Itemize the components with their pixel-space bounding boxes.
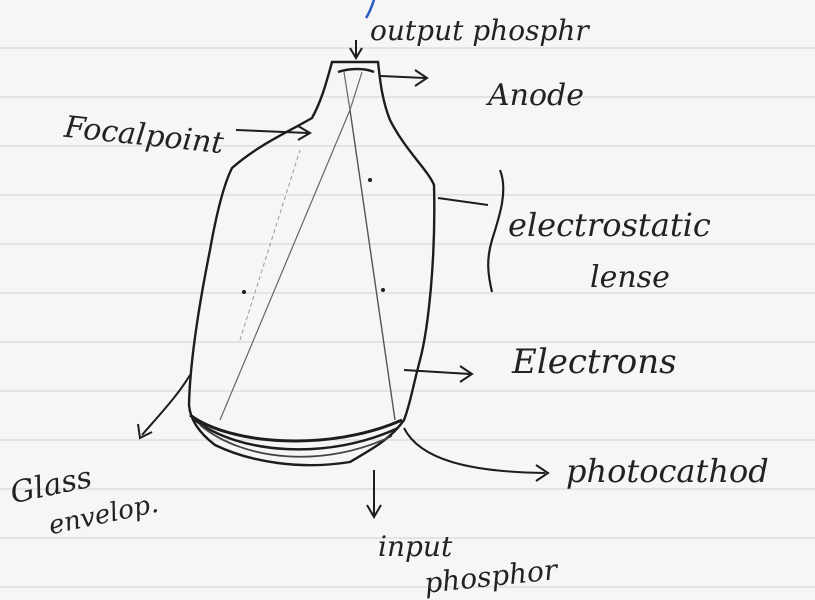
electrostatic-lens-arrow bbox=[438, 198, 488, 205]
electrostatic-lens-brace bbox=[488, 170, 503, 292]
electrostatic-label-line2: lense bbox=[590, 260, 670, 295]
anode-label: Anode bbox=[488, 78, 584, 113]
photocathode-label: photocathod bbox=[566, 452, 769, 490]
lens-dot-lower bbox=[381, 288, 385, 292]
photocathode-arrow bbox=[404, 428, 545, 473]
electrons-arrow bbox=[404, 370, 470, 374]
electrostatic-label-line1: electrostatic bbox=[508, 206, 711, 244]
photocathode-layer bbox=[195, 420, 398, 449]
glass-envelope-arrow bbox=[142, 375, 190, 435]
lens-dot-upper bbox=[368, 178, 372, 182]
electron-path-top-left bbox=[344, 72, 350, 110]
electron-path-faint bbox=[240, 150, 300, 340]
input-label-line1: input bbox=[378, 530, 452, 563]
electron-path-left bbox=[220, 110, 350, 420]
lens-dot-left bbox=[242, 290, 246, 294]
electrons-label: Electrons bbox=[512, 342, 677, 382]
electron-path-top-right bbox=[350, 72, 362, 110]
output-phosphor-surface bbox=[338, 69, 374, 72]
anode-arrow bbox=[380, 76, 425, 78]
output-phosphor-label: output phosphr bbox=[370, 14, 589, 47]
electron-path-right bbox=[350, 110, 395, 420]
input-phosphor-layer bbox=[190, 415, 402, 441]
focal-point-arrow bbox=[236, 130, 308, 133]
